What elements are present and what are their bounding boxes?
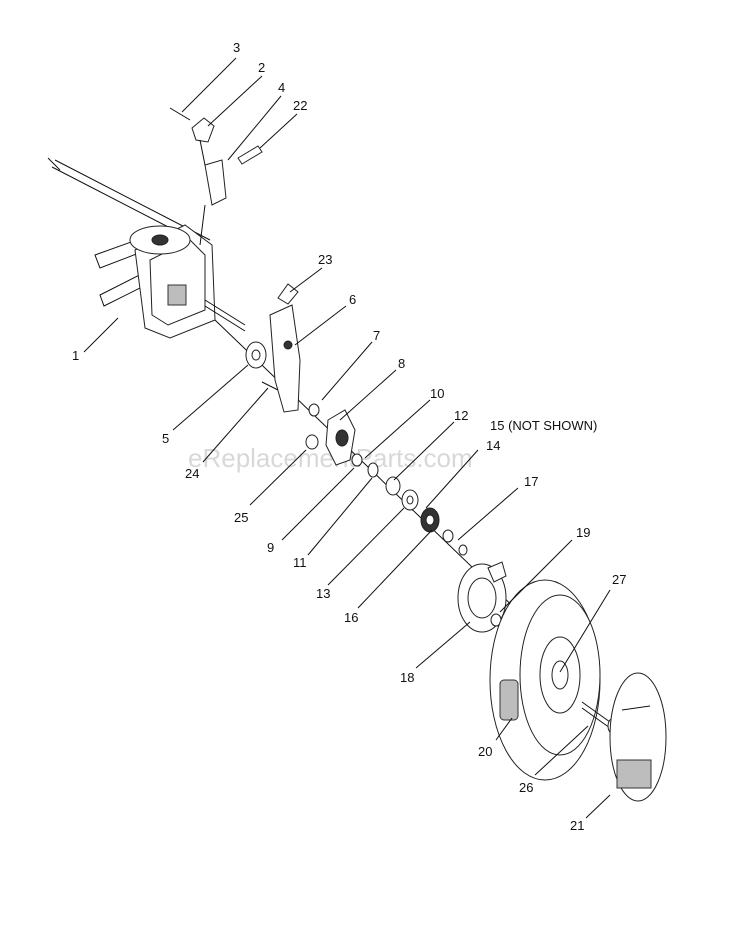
callout-5: 5 xyxy=(162,431,169,446)
callout-15: 15 (NOT SHOWN) xyxy=(490,418,597,433)
callout-6: 6 xyxy=(349,292,356,307)
part-20-wheel xyxy=(489,579,601,781)
callout-4: 4 xyxy=(278,80,285,95)
callout-11: 11 xyxy=(293,555,307,570)
part-11-washer xyxy=(367,462,379,478)
callout-14: 14 xyxy=(486,438,500,453)
callout-18: 18 xyxy=(400,670,414,685)
transmission-housing xyxy=(129,224,246,339)
callout-9: 9 xyxy=(267,540,274,555)
callout-23: 23 xyxy=(318,252,332,267)
part-2-cap xyxy=(191,117,215,143)
part-23-clip xyxy=(277,283,299,305)
callout-leaders xyxy=(83,57,611,819)
callout-10: 10 xyxy=(430,386,444,401)
part-7-oring xyxy=(308,403,320,417)
callout-25: 25 xyxy=(234,510,248,525)
callout-12: 12 xyxy=(454,408,468,423)
part-24-screw xyxy=(261,381,279,391)
callout-3: 3 xyxy=(233,40,240,55)
callout-17: 17 xyxy=(524,474,538,489)
callout-8: 8 xyxy=(398,356,405,371)
part-3-pin xyxy=(169,107,191,121)
callout-1: 1 xyxy=(72,348,79,363)
callout-7: 7 xyxy=(373,328,380,343)
part-6-plate xyxy=(269,304,301,413)
callout-2: 2 xyxy=(258,60,265,75)
callout-26: 26 xyxy=(519,780,533,795)
callout-21: 21 xyxy=(570,818,584,833)
part-25-bushing xyxy=(305,434,319,450)
part-12-washer xyxy=(385,476,401,496)
part-9-spacer xyxy=(351,453,363,467)
callout-16: 16 xyxy=(344,610,358,625)
callout-20: 20 xyxy=(478,744,492,759)
callout-22: 22 xyxy=(293,98,307,113)
part-21-cover xyxy=(609,672,667,802)
callout-24: 24 xyxy=(185,466,199,481)
callout-13: 13 xyxy=(316,586,330,601)
part-22-screw xyxy=(237,145,263,165)
part-17-clip xyxy=(442,529,454,543)
callout-27: 27 xyxy=(612,572,626,587)
part-4-bracket xyxy=(204,159,227,206)
callout-19: 19 xyxy=(576,525,590,540)
